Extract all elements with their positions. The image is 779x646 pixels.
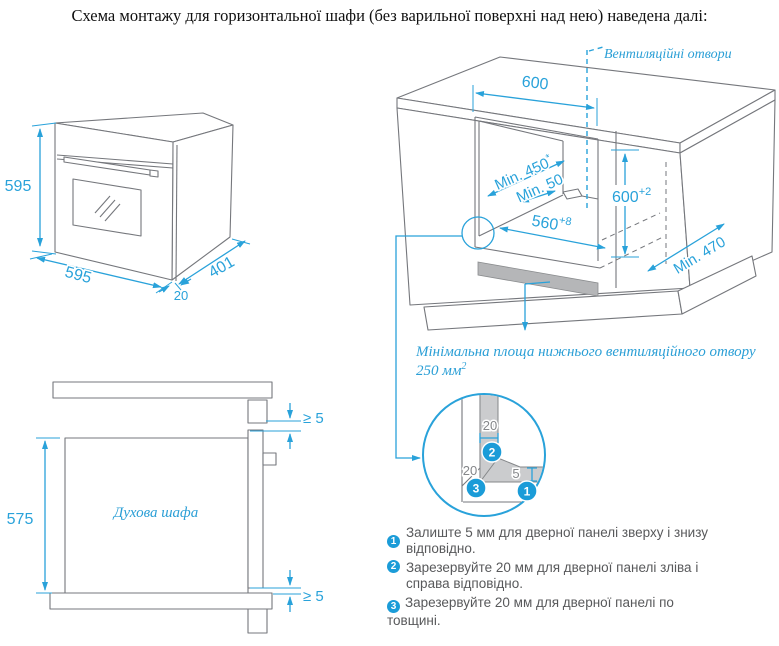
vent-area-caption: Мінімальна площа нижнього вентиляційного… xyxy=(416,344,779,380)
oven-handle xyxy=(63,156,159,178)
svg-text:2: 2 xyxy=(489,446,496,460)
oven-door-window xyxy=(72,178,142,237)
note-2-text: Зарезервуйте 20 мм для дверної панелі зл… xyxy=(406,560,699,591)
svg-text:3: 3 xyxy=(473,482,480,496)
note-item-2: 2 Зарезервуйте 20 мм для дверної панелі … xyxy=(387,560,747,592)
cabinet-height-dim: 600+2 xyxy=(612,186,651,206)
vent-area-caption-sup: 2 xyxy=(461,361,467,372)
cabinet-isometric-drawing: 600 Min. 450* Min. 50 600+2 560+8 Min. 4… xyxy=(395,46,776,461)
note-3-badge: 3 xyxy=(387,600,400,613)
svg-text:1: 1 xyxy=(524,485,531,499)
oven-depth-dim: 401 xyxy=(206,253,238,281)
cabinet-top-width-dim: 600 xyxy=(521,73,550,93)
installation-notes: 1 Залиште 5 мм для дверної панелі зверху… xyxy=(387,525,747,632)
top-side-block-hatched xyxy=(247,399,268,424)
note-1-text: Залиште 5 мм для дверної панелі зверху і… xyxy=(406,525,708,556)
door-panel-section xyxy=(247,429,264,589)
bottom-side-block-hatched xyxy=(247,608,268,634)
door-handle-knob xyxy=(262,452,277,466)
detail-badge-1: 1 xyxy=(516,480,538,502)
top-panel-hatched xyxy=(52,381,273,399)
bottom-vent-slot xyxy=(477,261,599,297)
section-gap-bottom-dim: ≥ 5 xyxy=(303,588,324,605)
oven-door-dim: 20 xyxy=(174,288,188,303)
vent-area-caption-text: Мінімальна площа нижнього вентиляційного… xyxy=(416,344,756,379)
page-title: Схема монтажу для горизонтальної шафи (б… xyxy=(71,6,708,25)
oven-isometric-drawing: 595 595 401 20 xyxy=(3,112,251,305)
detail-connector-line xyxy=(395,235,462,461)
note-1-badge: 1 xyxy=(387,534,400,548)
note-3-text: Зарезервуйте 20 мм для дверної панелі по… xyxy=(387,595,674,628)
oven-section-label: Духова шафа xyxy=(112,505,198,521)
section-gap-top-dim: ≥ 5 xyxy=(303,410,324,427)
detail-top-dim: 20 xyxy=(483,418,497,433)
oven-height-dim: 595 xyxy=(5,178,32,195)
bottom-panel-hatched xyxy=(49,592,273,610)
detail-badge-2: 2 xyxy=(481,441,503,463)
detail-badge-3: 3 xyxy=(465,477,487,499)
note-2-badge: 2 xyxy=(387,560,400,573)
note-item-1: 1 Залиште 5 мм для дверної панелі зверху… xyxy=(387,525,747,557)
section-height-dim: 575 xyxy=(7,511,34,528)
door-corner-detail: 20 20 5 2 3 1 xyxy=(422,393,546,517)
oven-width-dim: 595 xyxy=(63,264,93,287)
detail-left-dim: 20 xyxy=(463,463,477,478)
detail-gap-dim: 5 xyxy=(512,466,519,481)
vent-openings-label: Вентиляційні отвори xyxy=(604,47,732,62)
oven-body-section xyxy=(64,437,249,594)
corner-callout-circle xyxy=(461,216,495,250)
section-view-drawing: Духова шафа 575 ≥ 5 ≥ 5 xyxy=(5,381,325,634)
